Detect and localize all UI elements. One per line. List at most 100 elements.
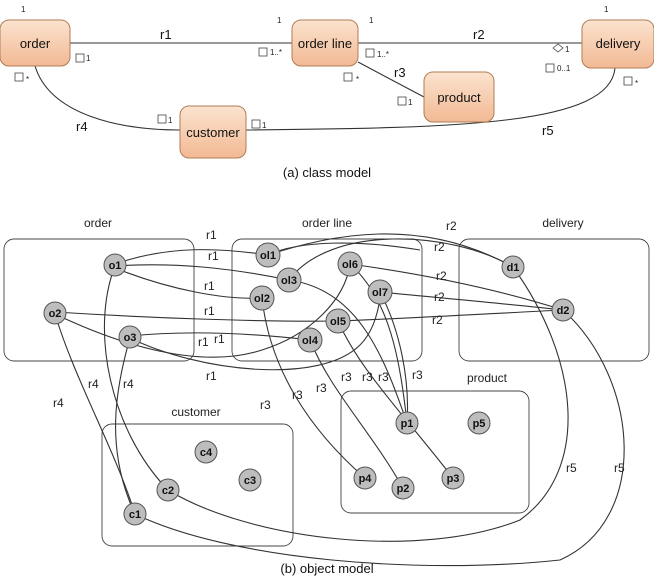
label-r2: r2 — [473, 27, 485, 42]
object-c1-label: c1 — [129, 509, 141, 521]
object-ol1[interactable]: ol1 — [255, 242, 281, 268]
object-o1[interactable]: o1 — [103, 253, 127, 277]
group-product-title: product — [467, 371, 508, 385]
object-ol4[interactable]: ol4 — [297, 327, 323, 353]
link-ol4-p2 — [309, 339, 404, 489]
assoc-r5 — [245, 67, 616, 131]
link-o3-ol4 — [129, 332, 311, 341]
group-order-line-title: order line — [302, 216, 352, 230]
obj-label-r1-c: r1 — [204, 279, 215, 293]
object-d2[interactable]: d2 — [551, 298, 575, 322]
mult-orderline-r3: * — [356, 75, 359, 84]
link-o1-ol2 — [114, 267, 263, 299]
obj-label-r3-c: r3 — [378, 370, 389, 384]
obj-label-r1-f: r1 — [214, 332, 225, 346]
mult-orderline-r2: 1..* — [377, 50, 389, 59]
object-o2[interactable]: o2 — [43, 301, 67, 325]
object-c3[interactable]: c3 — [238, 468, 262, 492]
mult-order-top: 1 — [21, 5, 26, 14]
obj-label-r1-d: r1 — [204, 304, 215, 318]
object-ol4-label: ol4 — [302, 335, 319, 347]
object-d1-label: d1 — [507, 262, 520, 274]
mult-box-delivery-r2 — [545, 63, 555, 73]
group-delivery-title: delivery — [542, 216, 583, 230]
multiplicities: 1 1 * 1 1..* 1 1..* * 1 1 0..1 * 1 1 — [14, 5, 638, 130]
mult-orderline-top: 1 — [277, 16, 282, 25]
obj-label-r2-c: r2 — [436, 269, 447, 283]
link-o2-ol5 — [54, 311, 339, 322]
link-o1-ol1 — [114, 249, 269, 265]
link-ol7-d2 — [379, 291, 564, 311]
object-p4-label: p4 — [359, 473, 373, 485]
mult-box-order-r4 — [14, 72, 24, 82]
object-o3-label: o3 — [124, 332, 137, 344]
object-p5-label: p5 — [473, 418, 486, 430]
object-ol1-label: ol1 — [260, 250, 276, 262]
object-p5[interactable]: p5 — [467, 411, 491, 435]
caption-class-model: (a) class model — [283, 165, 371, 180]
object-ol7[interactable]: ol7 — [367, 279, 393, 305]
class-delivery[interactable]: delivery — [581, 19, 654, 69]
object-c1[interactable]: c1 — [123, 502, 147, 526]
link-ol2-p4 — [261, 297, 366, 479]
class-delivery-label: delivery — [596, 36, 641, 51]
object-c3-label: c3 — [244, 475, 256, 487]
object-p4[interactable]: p4 — [353, 466, 377, 490]
object-c2-label: c2 — [162, 485, 174, 497]
object-c4-label: c4 — [200, 447, 213, 459]
link-ol5-p3 — [337, 320, 454, 479]
obj-label-r4-a: r4 — [88, 377, 99, 391]
mult-order-r1: 1 — [86, 54, 91, 63]
object-p2-label: p2 — [397, 483, 410, 495]
object-d1[interactable]: d1 — [501, 255, 525, 279]
label-r4: r4 — [76, 119, 88, 134]
object-ol6-label: ol6 — [342, 259, 358, 271]
mult-box-orderline-r3 — [343, 72, 353, 82]
group-order — [3, 238, 195, 362]
object-p3-label: p3 — [447, 473, 460, 485]
label-r5: r5 — [542, 123, 554, 138]
class-customer[interactable]: customer — [179, 105, 247, 159]
group-customer — [101, 423, 294, 547]
group-order-line — [231, 238, 423, 362]
link-ol5-d2 — [337, 309, 564, 322]
mult-box-product-r3 — [397, 96, 407, 106]
class-model: r1 r2 r3 r4 r5 order order line delivery… — [0, 5, 654, 180]
mult-customer-r5: 1 — [262, 121, 267, 130]
mult-box-delivery-r5 — [623, 76, 633, 86]
obj-label-r1-b: r1 — [208, 249, 219, 263]
object-ol3-label: ol3 — [281, 275, 297, 287]
class-order-line-label: order line — [298, 36, 352, 51]
obj-label-r5-b: r5 — [614, 461, 625, 475]
group-product — [340, 390, 530, 514]
object-c2[interactable]: c2 — [156, 478, 180, 502]
class-order-line[interactable]: order line — [291, 19, 359, 67]
object-model: order order line delivery product custom… — [3, 216, 650, 576]
object-ol6[interactable]: ol6 — [337, 251, 363, 277]
class-product[interactable]: product — [423, 71, 495, 123]
object-p3[interactable]: p3 — [441, 466, 465, 490]
object-ol5[interactable]: ol5 — [325, 308, 351, 334]
group-customer-title: customer — [171, 405, 220, 419]
object-o3[interactable]: o3 — [118, 325, 142, 349]
obj-label-r3-a: r3 — [341, 370, 352, 384]
object-c4[interactable]: c4 — [194, 440, 218, 464]
obj-label-r5-a: r5 — [566, 461, 577, 475]
link-d1-c2 — [167, 266, 569, 542]
object-p1[interactable]: p1 — [395, 411, 419, 435]
object-ol3[interactable]: ol3 — [276, 267, 302, 293]
object-ol5-label: ol5 — [330, 316, 346, 328]
object-p2[interactable]: p2 — [391, 476, 415, 500]
mult-delivery-r5: * — [635, 79, 638, 88]
mult-orderline-r1: 1..* — [270, 48, 282, 57]
link-o1-c2 — [103, 265, 169, 491]
mult-box-customer-r4 — [157, 114, 167, 124]
obj-label-r2-b: r2 — [434, 240, 445, 254]
link-ol3-p1 — [288, 279, 408, 424]
class-order[interactable]: order — [0, 19, 71, 67]
obj-label-r2-a: r2 — [446, 219, 457, 233]
object-ol2[interactable]: ol2 — [249, 285, 275, 311]
class-customer-label: customer — [186, 125, 240, 140]
